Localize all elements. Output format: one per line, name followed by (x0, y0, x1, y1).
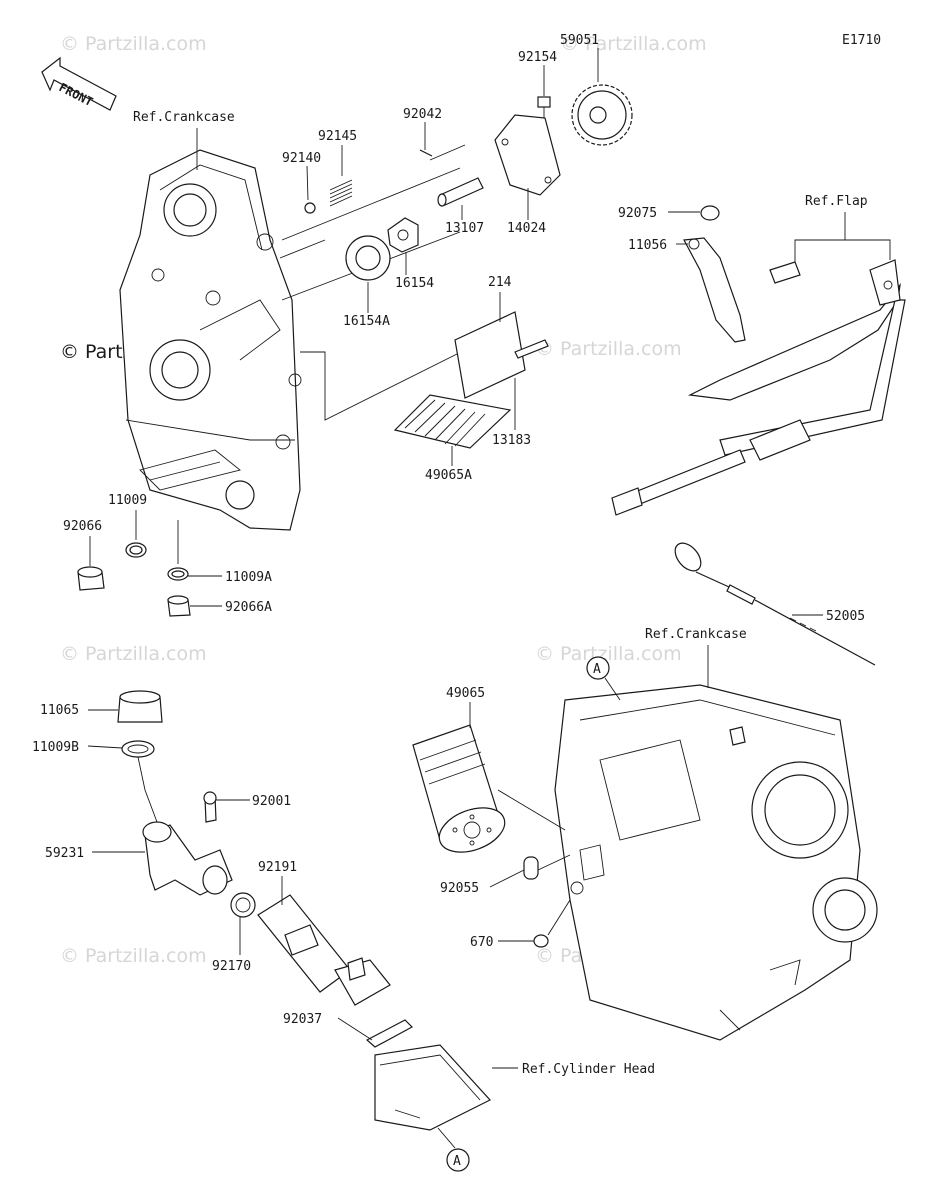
part-52005[interactable]: 52005 (826, 609, 865, 624)
part-13183[interactable]: 13183 (492, 433, 531, 448)
part-92066A[interactable]: 92066A (225, 600, 272, 615)
diagram-code: E1710 (842, 33, 881, 48)
part-92001[interactable]: 92001 (252, 794, 291, 809)
strainer-parts (393, 311, 549, 449)
oil-filler-assembly (117, 690, 491, 1131)
watermark: © Partzilla.com (60, 643, 207, 665)
part-92066[interactable]: 92066 (63, 519, 102, 534)
part-92145[interactable]: 92145 (318, 129, 357, 144)
part-11009B[interactable]: 11009B (32, 740, 79, 755)
ref-crankcase-top: Ref.Crankcase (133, 110, 235, 125)
callout-marker-a-bottom-label: A (453, 1154, 461, 1169)
part-92140[interactable]: 92140 (282, 151, 321, 166)
oil-filter (412, 724, 506, 853)
part-92191[interactable]: 92191 (258, 860, 297, 875)
drain-parts (77, 542, 191, 617)
part-92154[interactable]: 92154 (518, 50, 557, 65)
part-92037[interactable]: 92037 (283, 1012, 322, 1027)
part-11056[interactable]: 11056 (628, 238, 667, 253)
callout-marker-a (586, 656, 610, 680)
part-16154[interactable]: 16154 (395, 276, 434, 291)
part-49065A[interactable]: 49065A (425, 468, 472, 483)
callout-marker-a-label: A (593, 662, 601, 677)
part-92042[interactable]: 92042 (403, 107, 442, 122)
o-ring-670 (533, 934, 549, 948)
watermark: © Partzilla.com (60, 945, 207, 967)
part-670[interactable]: 670 (470, 935, 493, 950)
watermark: © Partzilla.com (535, 338, 682, 360)
part-59051[interactable]: 59051 (560, 33, 599, 48)
ref-flap: Ref.Flap (805, 194, 868, 209)
part-11009[interactable]: 11009 (108, 493, 147, 508)
part-92075[interactable]: 92075 (618, 206, 657, 221)
ref-crankcase-bottom: Ref.Crankcase (645, 627, 747, 642)
part-92170[interactable]: 92170 (212, 959, 251, 974)
ref-cylinder-head: Ref.Cylinder Head (522, 1062, 655, 1077)
part-49065[interactable]: 49065 (446, 686, 485, 701)
crankcase-lower (554, 684, 878, 1041)
part-214[interactable]: 214 (488, 275, 512, 290)
callout-marker-a-bottom (446, 1148, 470, 1172)
oil-pump-parts (304, 84, 633, 281)
watermark: © Partzilla.com (535, 643, 682, 665)
part-labels: 59051 92154 92042 92145 92140 13107 1402… (32, 33, 865, 1041)
watermark: © Partzilla.com (60, 33, 207, 55)
part-14024[interactable]: 14024 (507, 221, 546, 236)
dipstick (674, 542, 876, 666)
flap-assembly (611, 205, 906, 516)
part-11009A[interactable]: 11009A (225, 570, 272, 585)
part-16154A[interactable]: 16154A (343, 314, 390, 329)
crankcase-cover (119, 149, 302, 531)
part-59231[interactable]: 59231 (45, 846, 84, 861)
part-11065[interactable]: 11065 (40, 703, 79, 718)
part-13107[interactable]: 13107 (445, 221, 484, 236)
part-92055[interactable]: 92055 (440, 881, 479, 896)
watermark: © Partzilla.com (560, 33, 707, 55)
front-arrow-icon: FRONT (41, 56, 117, 111)
o-ring-92055 (523, 856, 539, 880)
